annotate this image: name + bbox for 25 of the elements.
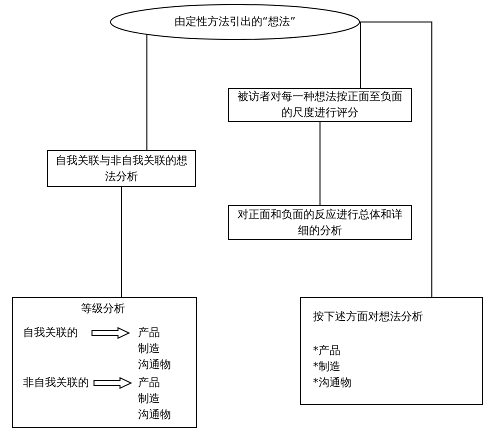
box-text: 沟通物 [138,358,171,372]
process-box [228,205,412,240]
box-text: 对正面和负面的反应进行总体和详细的分析 [236,206,404,238]
box-heading: 等级分析 [81,302,125,316]
analysis-box [12,297,197,428]
box-text: 沟通物 [138,408,171,422]
connector-line [146,34,148,150]
analysis-box [300,297,483,405]
connector-line [121,186,122,298]
box-text: 产品 [138,326,160,340]
box-text: 制造 [138,392,160,406]
box-text: *产品 [313,344,340,358]
box-text: 非自我关联的 [23,376,89,390]
box-text: 产品 [138,376,160,390]
box-text: 被访者对每一种想法按正面至负面的尺度进行评分 [236,89,404,121]
box-heading: 按下述方面对想法分析 [313,310,423,324]
box-text: 自我关联的 [23,326,78,340]
box-text: *沟通物 [313,376,352,390]
connector-line [360,22,432,298]
connector-line [360,22,361,88]
box-text: 制造 [138,342,160,356]
box-text: *制造 [313,360,340,374]
process-box [47,150,196,187]
box-text: 由定性方法引出的“想法” [173,14,297,30]
box-text: 自我关联与非自我关联的想法分析 [54,152,188,184]
